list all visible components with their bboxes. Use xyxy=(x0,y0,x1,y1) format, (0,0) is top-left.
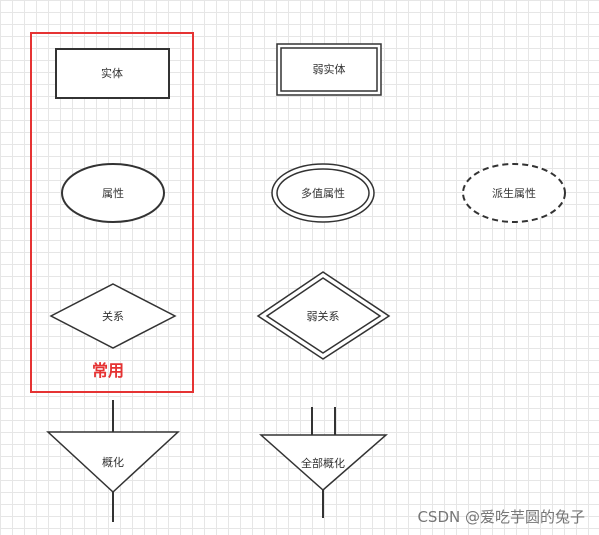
multivalued-attribute-shape[interactable]: 多值属性 xyxy=(271,163,375,223)
weak-relationship-shape[interactable]: 弱关系 xyxy=(256,271,391,360)
weak-relationship-label: 弱关系 xyxy=(307,309,340,323)
total-generalization-shape[interactable]: 全部概化 xyxy=(259,407,388,518)
derived-attribute-shape[interactable]: 派生属性 xyxy=(462,163,566,223)
generalization-label: 概化 xyxy=(102,455,124,469)
common-label: 常用 xyxy=(92,361,124,380)
weak-entity-label: 弱实体 xyxy=(313,62,346,76)
entity-shape[interactable]: 实体 xyxy=(55,48,170,99)
entity-label: 实体 xyxy=(101,66,123,80)
attribute-shape[interactable]: 属性 xyxy=(61,163,165,223)
relationship-shape[interactable]: 关系 xyxy=(49,283,177,349)
multivalued-attribute-label: 多值属性 xyxy=(301,186,345,200)
relationship-label: 关系 xyxy=(102,309,124,323)
weak-entity-shape[interactable]: 弱实体 xyxy=(276,43,382,96)
attribute-label: 属性 xyxy=(102,186,124,200)
total-generalization-label: 全部概化 xyxy=(301,456,345,470)
common-highlight-box[interactable] xyxy=(30,32,194,393)
generalization-shape[interactable]: 概化 xyxy=(46,400,180,522)
watermark: CSDN @爱吃芋圆的兔子 xyxy=(417,508,585,526)
derived-attribute-label: 派生属性 xyxy=(492,186,536,200)
